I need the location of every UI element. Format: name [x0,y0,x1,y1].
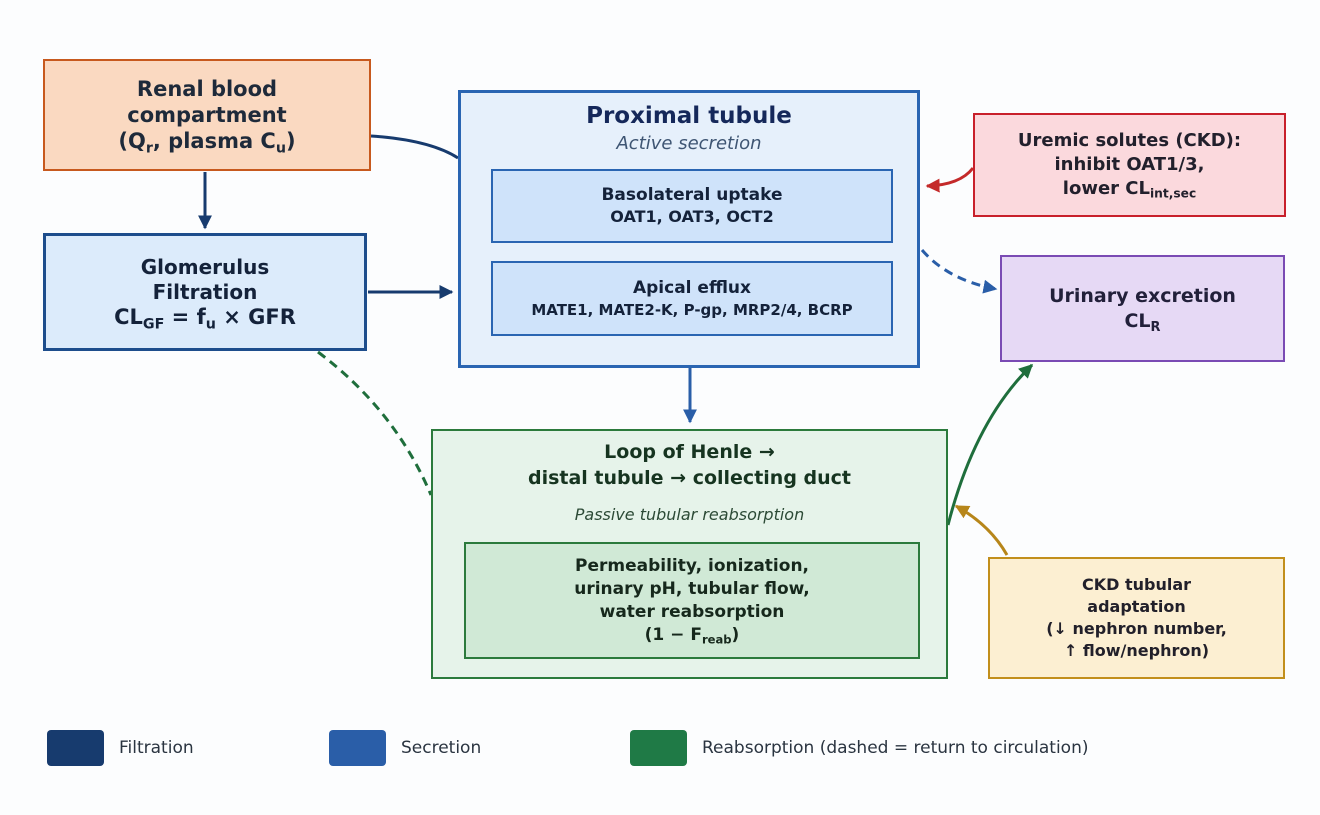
legend-secretion-swatch [329,730,386,766]
renal-line-1: Renal blood [136,77,278,101]
urinary-line-1: Urinary excretion [1049,284,1236,307]
basolateral-uptake-box: Basolateral uptake OAT1, OAT3, OCT2 [491,169,893,243]
legend-filtration-swatch [47,730,104,766]
renal-to-proximal-curve [370,134,459,160]
legend-reabsorption-swatch [630,730,687,766]
legend-filtration-label: Filtration [119,738,194,758]
proximal-subtitle: Active secretion [616,133,762,154]
ckd-adaptation-arrow [954,504,1009,556]
ckd-line-4: ↑ flow/nephron) [1063,641,1210,660]
legend-reabsorption-label: Reabsorption (dashed = return to circula… [702,738,1089,758]
basolateral-items: OAT1, OAT3, OCT2 [610,207,774,226]
renal-blood-compartment-box: Renal blood compartment (Qr, plasma Cu) [43,59,371,171]
apical-items: MATE1, MATE2-K, P-gp, MRP2/4, BCRP [531,300,853,319]
uremic-line-3: lower CLint,sec [1062,178,1197,201]
legend-secretion: Secretion [329,730,481,766]
uremic-inhibition-arrow [925,167,975,193]
loop-title: Loop of Henle → distal tubule → collecti… [527,441,852,489]
uremic-line-2: inhibit OAT1/3, [1054,154,1205,175]
ckd-line-3: (↓ nephron number, [1046,619,1227,638]
glomerulus-line-1: Glomerulus [140,254,270,279]
ckd-line-1: CKD tubular [1081,575,1192,594]
proximal-tubule-box: Proximal tubule Active secretion Basolat… [458,90,920,368]
legend-secretion-label: Secretion [401,738,482,758]
basolateral-title: Basolateral uptake [601,185,783,205]
glomerulus-equation: CLGF = fu × GFR [114,304,296,332]
uremic-solutes-box: Uremic solutes (CKD): inhibit OAT1/3, lo… [973,113,1286,217]
glomerulus-box: Glomerulus Filtration CLGF = fu × GFR [43,233,367,351]
proximal-to-urinary-dashed-arrow [920,249,998,294]
urinary-line-2: CLR [1124,309,1161,335]
glomerulus-return-dashed-curve [317,350,433,496]
renal-line-3: (Qr, plasma Cu) [118,129,296,157]
uremic-line-1: Uremic solutes (CKD): [1017,130,1242,151]
glomerulus-line-2: Filtration [152,279,258,304]
freab-term: (1 − Freab) [644,624,740,646]
proximal-title: Proximal tubule [586,103,792,129]
renal-line-2: compartment [127,103,287,127]
ckd-line-2: adaptation [1087,597,1186,616]
apical-title: Apical efflux [632,277,752,298]
loop-to-urinary-arrow [946,363,1034,526]
loop-of-henle-box: Loop of Henle → distal tubule → collecti… [431,429,948,679]
apical-efflux-box: Apical efflux MATE1, MATE2-K, P-gp, MRP2… [491,261,893,336]
loop-subtitle: Passive tubular reabsorption [574,505,805,524]
reabsorption-factors-box: Permeability, ionization, urinary pH, tu… [464,542,920,659]
legend-filtration: Filtration [47,730,194,766]
urinary-excretion-box: Urinary excretion CLR [1000,255,1285,362]
legend-reabsorption: Reabsorption (dashed = return to circula… [630,730,1089,766]
ckd-adaptation-box: CKD tubular adaptation (↓ nephron number… [988,557,1285,679]
